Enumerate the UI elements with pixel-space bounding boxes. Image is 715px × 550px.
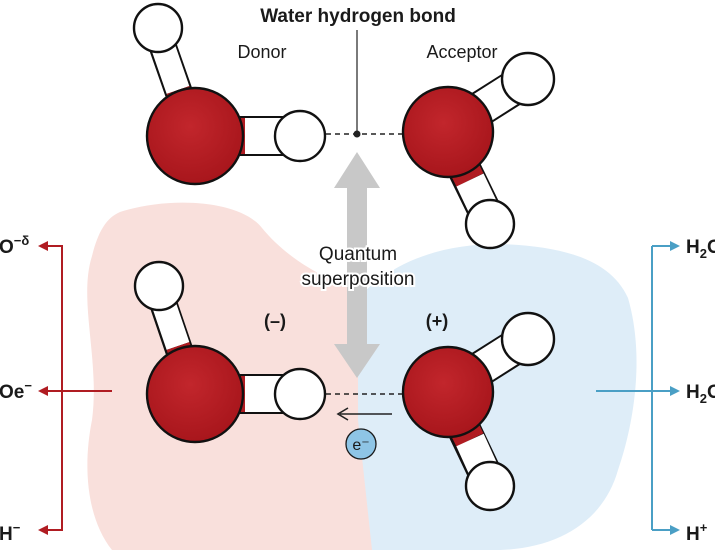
right-scale-middle-label: H2O bbox=[686, 382, 715, 406]
quantum-label-line2: superposition bbox=[301, 269, 414, 290]
diagram-title: Water hydrogen bond bbox=[260, 6, 456, 27]
positive-charge-label: (+) bbox=[426, 311, 449, 331]
left-scale-middle-label: Oe− bbox=[0, 378, 32, 403]
left-charge-scale: O−δ Oe− H− bbox=[0, 233, 112, 545]
acceptor-water-molecule bbox=[401, 51, 556, 250]
electron-label: e⁻ bbox=[352, 437, 369, 454]
charged-donor-water-molecule bbox=[133, 260, 327, 444]
right-scale-top-label: H2O bbox=[686, 237, 715, 261]
donor-water-molecule bbox=[132, 2, 327, 186]
electron-transfer-arrow bbox=[336, 407, 392, 421]
negative-charge-label: (–) bbox=[264, 311, 286, 331]
quantum-label-line1: Quantum bbox=[319, 244, 397, 265]
positive-charge-region bbox=[358, 244, 637, 550]
left-scale-bottom-label: H− bbox=[0, 520, 21, 545]
right-charge-scale: H2O H2O H+ bbox=[596, 237, 715, 545]
acceptor-label: Acceptor bbox=[426, 42, 497, 62]
electron-marker: e⁻ bbox=[345, 428, 377, 460]
left-scale-top-label: O−δ bbox=[0, 233, 29, 258]
charged-acceptor-water-molecule bbox=[401, 311, 556, 512]
donor-label: Donor bbox=[237, 42, 286, 62]
quantum-superposition-label: Quantum superposition bbox=[299, 242, 416, 292]
right-scale-bottom-label: H+ bbox=[686, 520, 708, 545]
superposition-double-arrow bbox=[334, 152, 380, 378]
